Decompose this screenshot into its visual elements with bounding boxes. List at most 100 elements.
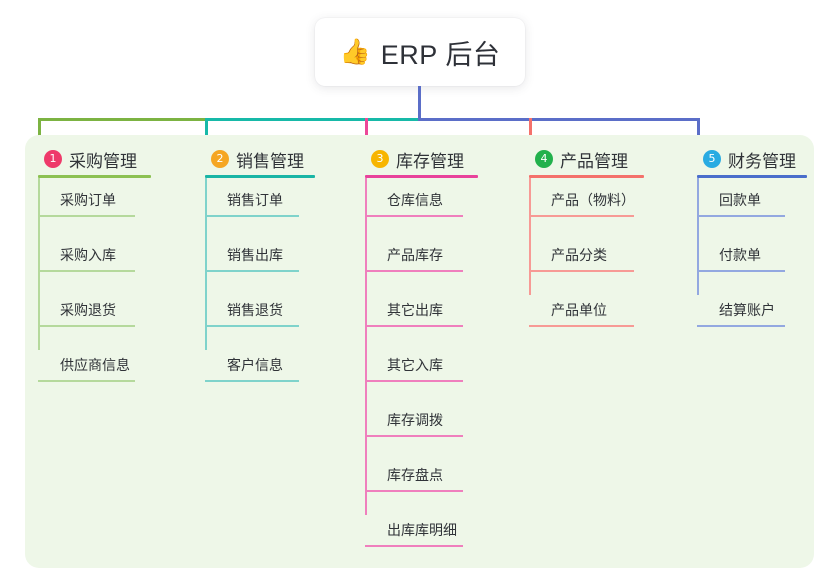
- branch-leaf-label: 采购退货: [60, 302, 116, 318]
- branch-leaf-label: 其它入库: [387, 357, 443, 373]
- branch-leaf-label: 仓库信息: [387, 192, 443, 208]
- branch-leaf-label: 客户信息: [227, 357, 283, 373]
- bus-segment-2: [205, 118, 420, 121]
- branch-header-5[interactable]: 5 财务管理: [697, 143, 807, 175]
- branch-leaf-item[interactable]: 其它入库: [365, 348, 463, 382]
- branch-leaf-underline: [365, 215, 463, 217]
- branch-leaf-item[interactable]: 供应商信息: [38, 348, 135, 382]
- branch-leaf-item[interactable]: 库存调拨: [365, 403, 463, 437]
- branch-leaf-label: 销售退货: [227, 302, 283, 318]
- branch-leaf-item[interactable]: 销售退货: [205, 293, 299, 327]
- branch-leaf-item[interactable]: 付款单: [697, 238, 785, 272]
- branch-leaf-label: 产品（物料）: [551, 192, 635, 208]
- branch-number-badge: 2: [211, 150, 229, 168]
- branch-title: 采购管理: [69, 151, 137, 171]
- branch-header-2[interactable]: 2 销售管理: [205, 143, 315, 175]
- branch-leaf-item[interactable]: 出库库明细: [365, 513, 463, 547]
- branch-leaf-underline: [205, 380, 299, 382]
- branch-column-5: 5 财务管理回款单付款单结算账户: [697, 143, 807, 327]
- branch-leaf-underline: [38, 380, 135, 382]
- branch-leaf-item[interactable]: 销售订单: [205, 183, 299, 217]
- branch-leaf-underline: [365, 270, 463, 272]
- branch-leaf-label: 付款单: [719, 247, 761, 263]
- branch-leaf-item[interactable]: 库存盘点: [365, 458, 463, 492]
- branch-title: 财务管理: [728, 151, 796, 171]
- branch-leaf-item[interactable]: 采购入库: [38, 238, 135, 272]
- branch-leaf-underline: [529, 215, 634, 217]
- branch-header-underline: [205, 175, 315, 178]
- branch-leaf-underline: [697, 325, 785, 327]
- branch-stub-1: [38, 118, 41, 145]
- branch-leaf-item[interactable]: 仓库信息: [365, 183, 463, 217]
- root-node[interactable]: 👍 ERP 后台: [315, 18, 525, 86]
- branch-leaf-underline: [365, 545, 463, 547]
- branch-stub-2: [205, 118, 208, 145]
- branch-leaf-item[interactable]: 采购退货: [38, 293, 135, 327]
- branch-leaf-underline: [529, 325, 634, 327]
- branch-leaf-label: 产品库存: [387, 247, 443, 263]
- branch-leaf-item[interactable]: 销售出库: [205, 238, 299, 272]
- branch-leaf-underline: [365, 325, 463, 327]
- branch-leaf-item[interactable]: 结算账户: [697, 293, 785, 327]
- branch-leaf-underline: [365, 380, 463, 382]
- branch-leaf-underline: [365, 435, 463, 437]
- thumbs-up-icon: 👍: [339, 37, 371, 66]
- branch-leaf-label: 销售订单: [227, 192, 283, 208]
- branch-leaf-label: 产品分类: [551, 247, 607, 263]
- branch-header-underline: [365, 175, 478, 178]
- branch-leaf-item[interactable]: 产品分类: [529, 238, 634, 272]
- branch-stub-3: [365, 118, 368, 145]
- branch-leaf-item[interactable]: 产品库存: [365, 238, 463, 272]
- branch-spine: [365, 178, 367, 515]
- branch-column-1: 1 采购管理采购订单采购入库采购退货供应商信息: [38, 143, 151, 382]
- branch-leaf-item[interactable]: 产品（物料）: [529, 183, 635, 217]
- branch-header-underline: [529, 175, 644, 178]
- branch-leaf-label: 结算账户: [719, 302, 775, 318]
- branch-spine: [529, 178, 531, 295]
- root-drop-line: [418, 86, 421, 121]
- branch-leaf-item[interactable]: 回款单: [697, 183, 785, 217]
- root-title: ERP 后台: [380, 39, 501, 70]
- branch-leaf-item[interactable]: 其它出库: [365, 293, 463, 327]
- branch-header-3[interactable]: 3 库存管理: [365, 143, 478, 175]
- branch-leaf-item[interactable]: 采购订单: [38, 183, 135, 217]
- branch-leaf-label: 采购订单: [60, 192, 116, 208]
- branch-leaf-label: 销售出库: [227, 247, 283, 263]
- branch-title: 库存管理: [396, 151, 464, 171]
- branch-leaf-underline: [697, 215, 785, 217]
- branch-stub-5: [697, 118, 700, 145]
- branch-header-underline: [38, 175, 151, 178]
- branch-leaf-underline: [529, 270, 634, 272]
- branch-leaf-underline: [38, 270, 135, 272]
- branch-number-badge: 4: [535, 150, 553, 168]
- branch-number-badge: 5: [703, 150, 721, 168]
- branch-header-1[interactable]: 1 采购管理: [38, 143, 151, 175]
- branch-leaf-item[interactable]: 客户信息: [205, 348, 299, 382]
- branch-spine: [205, 178, 207, 350]
- branch-leaf-label: 库存调拨: [387, 412, 443, 428]
- branch-spine: [38, 178, 40, 350]
- branch-leaf-label: 其它出库: [387, 302, 443, 318]
- branch-leaf-underline: [697, 270, 785, 272]
- branch-leaf-underline: [38, 325, 135, 327]
- branch-leaf-label: 回款单: [719, 192, 761, 208]
- branch-number-badge: 1: [44, 150, 62, 168]
- branch-spine: [697, 178, 699, 295]
- branches-panel: [25, 135, 814, 568]
- branch-column-3: 3 库存管理仓库信息产品库存其它出库其它入库库存调拨库存盘点出库库明细: [365, 143, 478, 547]
- branch-leaf-underline: [205, 325, 299, 327]
- branch-number-badge: 3: [371, 150, 389, 168]
- branch-leaf-label: 供应商信息: [60, 357, 130, 373]
- branch-leaf-item[interactable]: 产品单位: [529, 293, 634, 327]
- branch-stub-4: [529, 118, 532, 145]
- branch-leaf-underline: [205, 270, 299, 272]
- branch-title: 销售管理: [236, 151, 304, 171]
- branch-leaf-label: 库存盘点: [387, 467, 443, 483]
- branch-leaf-underline: [365, 490, 463, 492]
- bus-segment-3: [418, 118, 700, 121]
- branch-header-underline: [697, 175, 807, 178]
- bus-segment-1: [38, 118, 207, 121]
- branch-leaf-label: 产品单位: [551, 302, 607, 318]
